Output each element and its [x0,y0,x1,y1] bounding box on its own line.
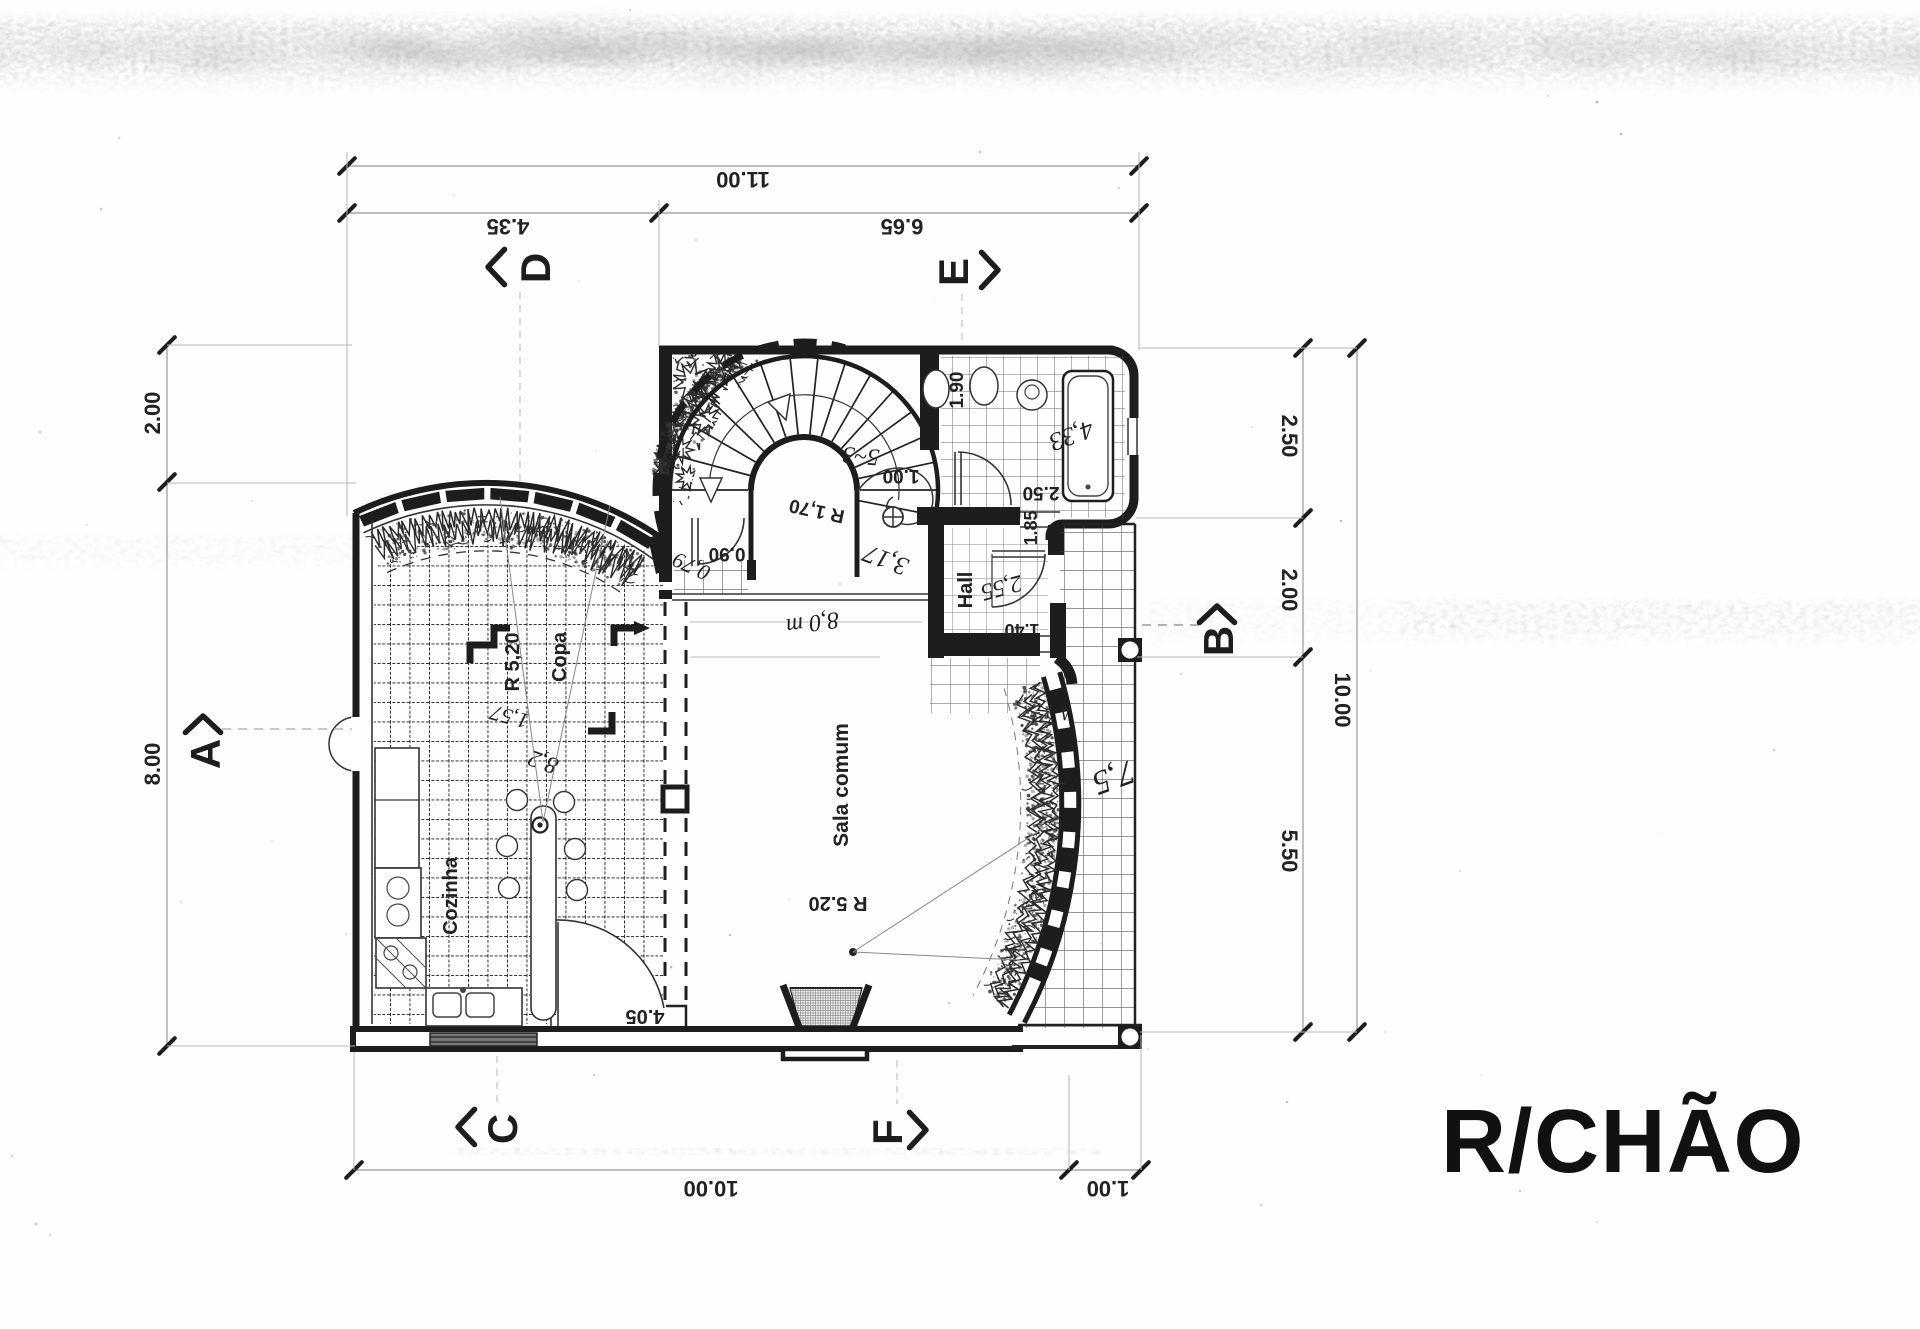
svg-text:5.50: 5.50 [1277,830,1302,873]
svg-text:1.90: 1.90 [947,372,968,409]
svg-text:Sala comum: Sala comum [830,723,853,847]
svg-text:C: C [479,1114,526,1144]
svg-text:Cozinha: Cozinha [440,856,462,935]
svg-text:A: A [182,739,229,769]
svg-text:Copa: Copa [549,631,571,682]
svg-text:10.00: 10.00 [1330,672,1355,727]
svg-text:1.85: 1.85 [1021,510,1041,545]
svg-text:D: D [512,253,559,283]
svg-text:2.00: 2.00 [140,392,165,435]
svg-text:Hall: Hall [955,572,977,609]
svg-text:1.40: 1.40 [1004,620,1039,640]
svg-text:8.00: 8.00 [140,743,165,786]
svg-text:2.50: 2.50 [1277,415,1302,458]
svg-text:2.50: 2.50 [1023,482,1060,503]
svg-text:4.05: 4.05 [626,1005,665,1027]
svg-text:0.90: 0.90 [709,543,746,564]
svg-text:R 5.20: R 5.20 [809,892,868,914]
svg-text:E: E [930,258,977,286]
svg-text:1.00: 1.00 [883,465,920,486]
svg-text:5~3: 5~3 [841,441,880,470]
svg-text:2.00: 2.00 [1277,569,1302,612]
svg-text:6.65: 6.65 [881,214,924,239]
svg-text:4.35: 4.35 [487,214,530,239]
svg-text:1.00: 1.00 [1087,1176,1130,1201]
svg-text:R/CHÃO: R/CHÃO [1441,1091,1805,1192]
svg-text:B: B [1195,626,1242,656]
svg-text:11.00: 11.00 [716,167,770,192]
svg-text:R 5,20: R 5,20 [502,633,524,692]
svg-text:F: F [864,1119,911,1145]
svg-text:10.00: 10.00 [683,1176,738,1201]
